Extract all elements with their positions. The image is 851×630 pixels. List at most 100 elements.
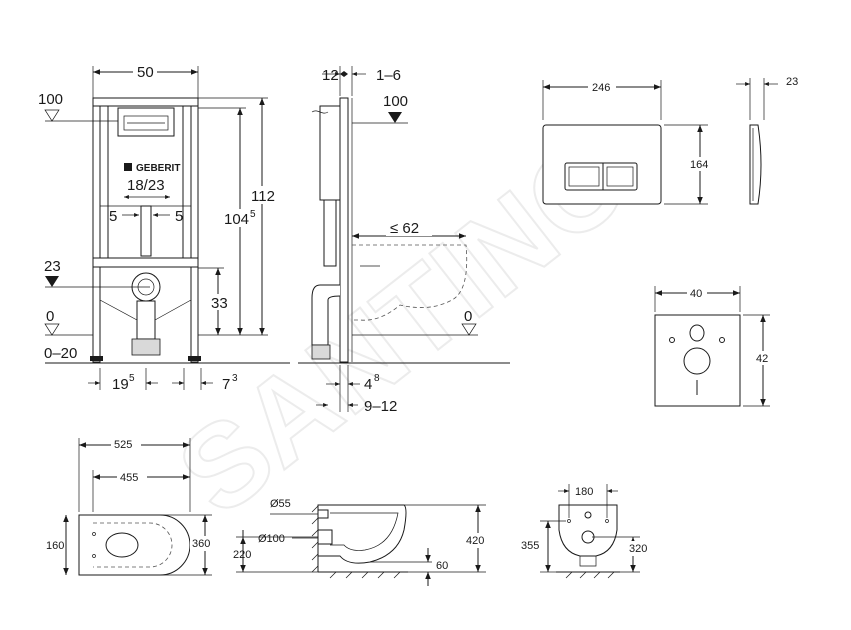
floor-hatch-3 — [361, 571, 369, 579]
frame-front-view: GEBERIT 5 0 100 18/23 5 5 — [38, 63, 290, 393]
dim-width-bg — [133, 63, 157, 79]
hatch-1 — [311, 505, 319, 513]
dim-actuator-height-label: 100 — [38, 91, 63, 108]
foot-right — [188, 356, 201, 361]
dim-pipe-large-label: Ø100 — [258, 533, 285, 545]
sound-mat-hole-drain — [683, 347, 711, 375]
dim-plate-depth-label: 23 — [786, 76, 798, 88]
actuator-inner — [123, 115, 169, 131]
brand-logo-text: GEBERIT — [136, 163, 180, 174]
brand-logo-mark — [124, 163, 132, 171]
dim-mat-height-bg — [754, 351, 772, 365]
bowl-top-seat — [93, 522, 173, 568]
flush-pipe — [140, 205, 152, 257]
side-flush-pipe — [323, 199, 337, 267]
side-bowl-outline — [352, 244, 468, 321]
dim-foot-offset-sup: 8 — [374, 373, 380, 384]
frame-upright-left — [92, 99, 101, 363]
dim-bottom-left-sup: 5 — [129, 373, 135, 384]
side-cistern — [319, 105, 341, 201]
rear-floor-hatch-4 — [607, 571, 615, 579]
dim-rear-height-right-label: 320 — [629, 543, 647, 555]
rear-floor-hatch-3 — [593, 571, 601, 579]
frame-side-view: 12 1–6 100 ≤ 62 0 4 8 9–12 — [298, 66, 510, 415]
dim-plate-height-bg — [688, 157, 714, 171]
dim-outlet-height-label: 220 — [233, 549, 251, 561]
floor-level-label: 0 — [46, 308, 54, 325]
floor-hatch-5 — [393, 571, 401, 579]
dim-inner-height-bg — [218, 209, 260, 227]
bowl-rear-foot — [579, 556, 597, 567]
dim-mat-width-bg — [687, 286, 707, 300]
frame-cross-bar — [92, 257, 199, 268]
bowl-top-outline — [78, 514, 191, 576]
dim-top-depth-label: 12 — [322, 67, 339, 84]
level-marker-23 — [45, 276, 59, 287]
frame-upright-right — [190, 99, 199, 363]
brace-right — [154, 299, 192, 321]
dim-bowl-inner-label: 455 — [120, 472, 138, 484]
dim-rear-height-left-label: 355 — [521, 540, 539, 552]
foot-left — [90, 356, 103, 361]
level-marker-100 — [44, 109, 60, 122]
hatch-3 — [311, 529, 319, 537]
side-level-marker-100 — [388, 112, 402, 123]
dim-bolt-spacing-label: 180 — [575, 486, 593, 498]
dim-connection-label: 18/23 — [127, 177, 165, 194]
sound-mat-bolt-right — [719, 337, 725, 343]
dim-mat-height-label: 42 — [756, 353, 768, 365]
frame-top-bar — [92, 97, 199, 107]
dim-inlet-height-label: 23 — [44, 258, 61, 275]
hatch-4 — [311, 541, 319, 549]
dim-bottom-left-label: 19 — [112, 376, 129, 393]
dim-bowl-width-outer-label: 360 — [192, 538, 210, 550]
dim-bowl-width-outer-bg — [190, 536, 220, 551]
dim-foot-range-label: 9–12 — [364, 398, 397, 415]
dim-total-height-bg — [250, 186, 278, 204]
dim-plate-width-label: 246 — [592, 82, 610, 94]
rear-floor-hatch-1 — [565, 571, 573, 579]
side-drain-socket — [311, 344, 331, 360]
flush-button-small — [568, 166, 600, 187]
dim-bowl-projection-bg — [386, 220, 432, 236]
bowl-rear-inlet — [584, 511, 592, 519]
side-level-marker-0 — [461, 323, 477, 336]
bowl-outlet-stub — [317, 529, 333, 545]
floor-hatch-1 — [329, 571, 337, 579]
dim-pipe-left-label: 5 — [109, 208, 117, 225]
brace-left — [99, 299, 138, 321]
floor-hatch-4 — [377, 571, 385, 579]
bowl-side-view: Ø55 Ø100 220 420 60 — [233, 498, 492, 586]
dim-mat-width-label: 40 — [690, 288, 702, 300]
hatch-6 — [311, 565, 319, 573]
dim-bottom-right-sup: 3 — [232, 373, 238, 384]
actuator-opening — [117, 107, 175, 137]
sound-mat-view: 40 42 — [654, 286, 772, 407]
bowl-top-bolt-2 — [92, 554, 96, 558]
bowl-side-body — [317, 504, 407, 564]
dim-drain-height-bg — [210, 294, 234, 310]
dim-plate-width-bg — [588, 80, 616, 94]
floor-hatch-2 — [345, 571, 353, 579]
dim-bowl-height-bg — [464, 533, 492, 548]
bowl-inlet-stub — [317, 509, 329, 519]
side-actuator-height-label: 100 — [383, 93, 408, 110]
dim-floor-gap-label: 60 — [436, 560, 448, 572]
sound-mat-bolt-left — [669, 337, 675, 343]
dim-inner-height-sup: 5 — [250, 209, 256, 220]
dim-bowl-length-bg — [111, 437, 141, 452]
dim-bowl-inner-bg — [117, 469, 147, 484]
flush-plate-view: 246 164 23 — [542, 76, 798, 205]
bowl-top-bolt-1 — [92, 532, 96, 536]
drain-socket — [131, 338, 161, 356]
dim-pipe-small-label: Ø55 — [270, 498, 291, 510]
dim-drain-height-label: 33 — [211, 295, 228, 312]
flush-buttons — [564, 162, 638, 191]
side-floor-level-label: 0 — [464, 308, 472, 325]
bowl-rear-view: 180 355 320 — [521, 484, 655, 579]
floor-range-label: 0–20 — [44, 345, 77, 362]
bowl-top-opening — [105, 532, 139, 558]
dim-wall-range-label: 1–6 — [376, 67, 401, 84]
bowl-rear-bolt-left — [567, 519, 571, 523]
